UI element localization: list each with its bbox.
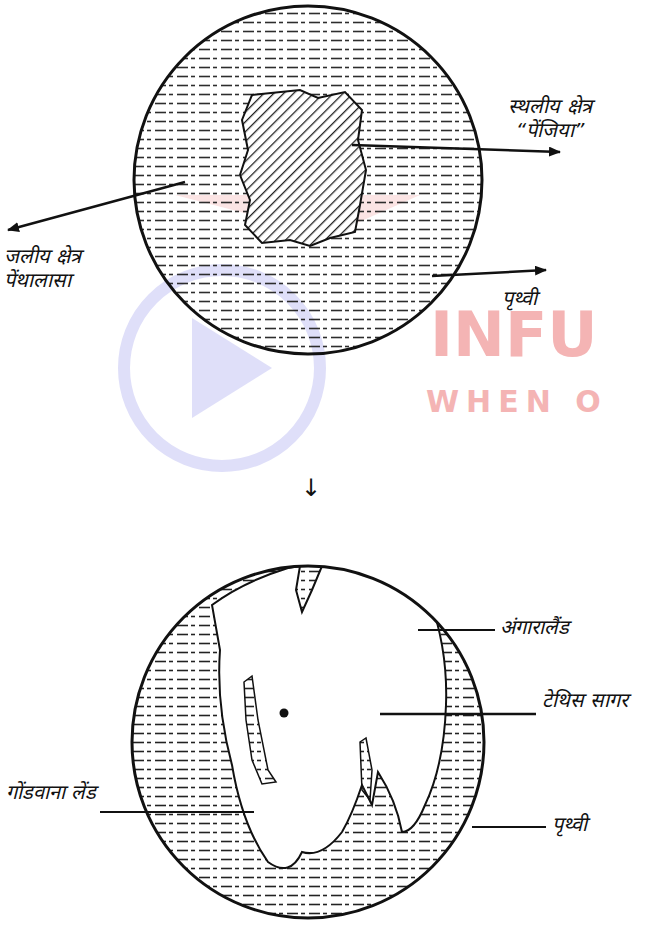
leader-line	[100, 811, 254, 813]
pangaea-earth	[134, 6, 482, 354]
leader-line	[380, 713, 536, 716]
pangaea-landmass	[240, 90, 366, 246]
flow-arrow: ↓	[296, 474, 326, 503]
inland-sea	[360, 738, 372, 800]
leader-line	[418, 629, 495, 631]
watermark: INFU	[430, 298, 630, 372]
leader-arrow	[432, 270, 546, 276]
earth-label: पृथ्वी	[552, 812, 642, 836]
leader-line	[472, 826, 546, 828]
land-label: स्थलीय क्षेत्र “पेंजिया”	[480, 94, 620, 142]
leader-arrow	[8, 182, 185, 230]
watermark: WHEN O	[426, 384, 636, 420]
region-label: अंगारालैंड	[500, 615, 640, 639]
inland-sea	[244, 676, 276, 784]
region-label: गोंडवाना लेंड	[6, 780, 102, 804]
sea-label: टेथिस सागर	[542, 688, 638, 712]
continents-earth	[132, 562, 484, 918]
water-label: जलीय क्षेत्र पेंथालासा	[4, 244, 122, 292]
leader-arrow	[352, 145, 560, 152]
